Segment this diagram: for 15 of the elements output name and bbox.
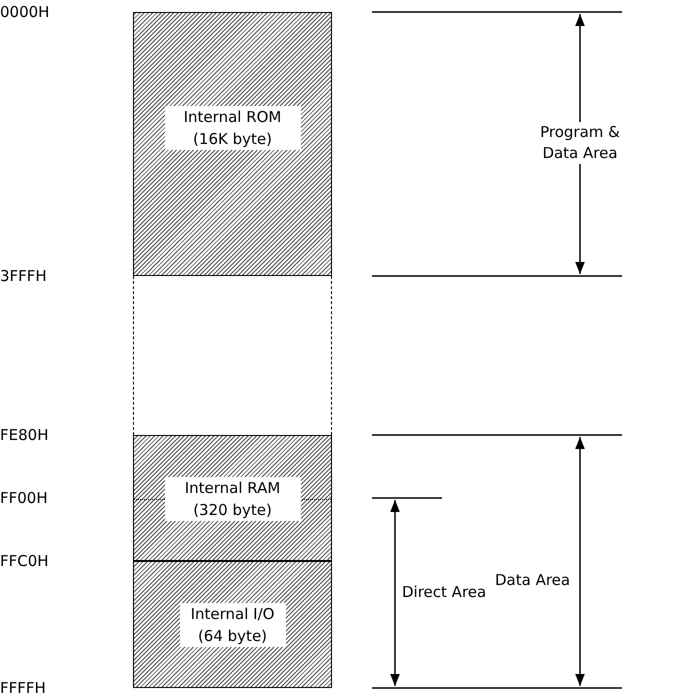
address-label: 0000H bbox=[0, 2, 50, 23]
block-label: Internal RAM (320 byte) bbox=[164, 477, 300, 521]
area-label: Direct Area bbox=[402, 582, 486, 603]
memory-block bbox=[133, 12, 332, 276]
address-label: FF00H bbox=[0, 488, 48, 509]
address-label: FE80H bbox=[0, 425, 48, 446]
memory-block bbox=[133, 561, 332, 688]
block-label: Internal ROM (16K byte) bbox=[164, 106, 300, 150]
address-label: FFC0H bbox=[0, 551, 49, 572]
block-label: Internal I/O (64 byte) bbox=[180, 603, 286, 647]
address-label: FFFFH bbox=[0, 678, 46, 694]
area-label: Data Area bbox=[495, 570, 570, 591]
empty-region bbox=[133, 276, 332, 435]
memory-block bbox=[133, 435, 332, 561]
address-label: 3FFFH bbox=[0, 266, 47, 287]
